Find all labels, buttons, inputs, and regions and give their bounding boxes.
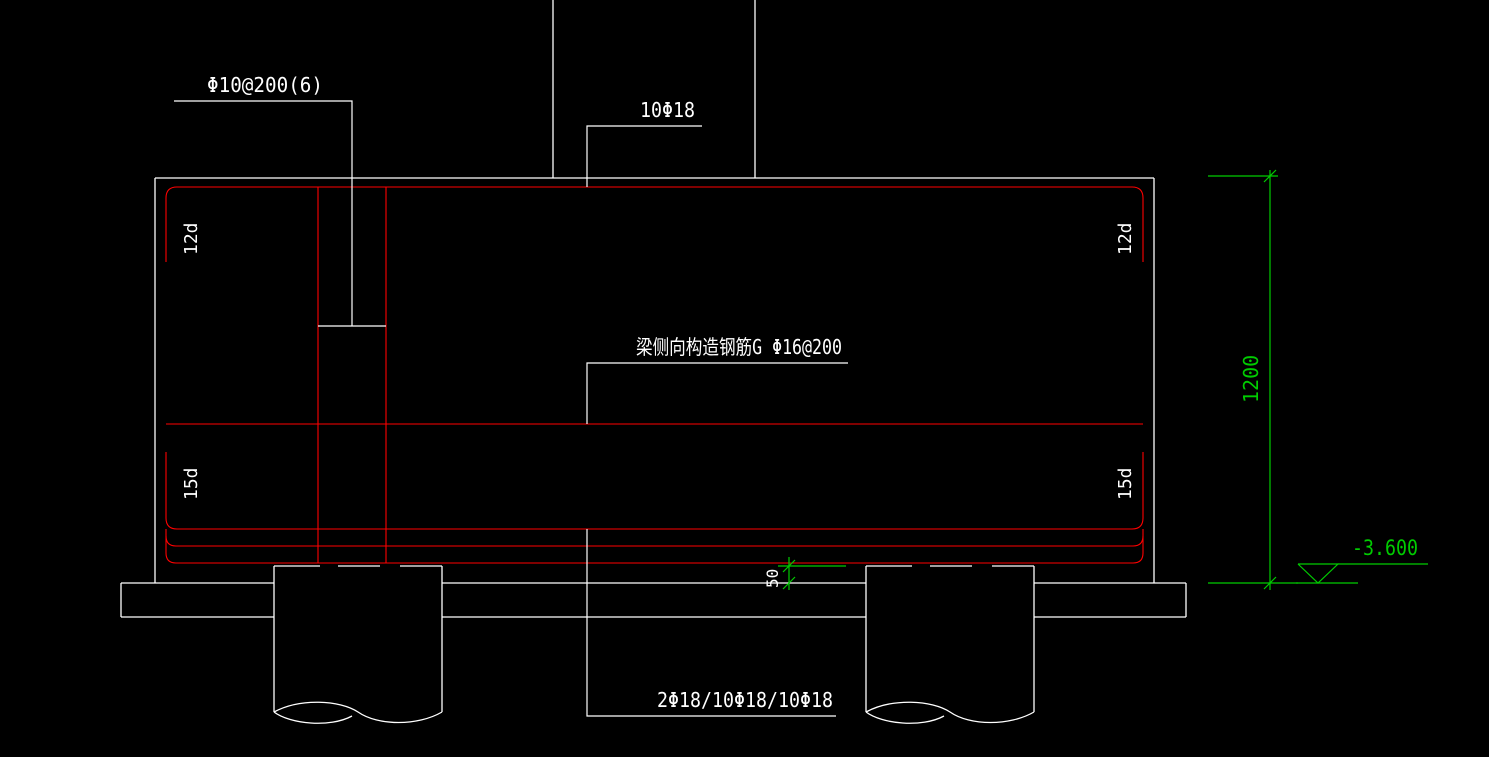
pile-right [865, 565, 1035, 724]
column-outline [552, 0, 756, 178]
bottom-rebar-1 [165, 452, 1144, 530]
anchor-label-top-left: 12d [181, 222, 202, 255]
top-bars-label: 10Φ18 [640, 98, 695, 122]
anchor-label-bottom-left: 15d [181, 467, 202, 500]
pile-left [273, 565, 443, 724]
stirrup-leader [174, 100, 386, 327]
stirrup-label: Φ10@200(6) [207, 73, 323, 97]
elevation-triangle [1297, 563, 1340, 584]
top-rebar [165, 186, 1144, 262]
side-bars-leader [586, 362, 848, 424]
beam-outline [154, 177, 1155, 583]
anchor-label-bottom-right: 15d [1115, 467, 1136, 500]
dimensions [778, 169, 1428, 590]
height-dim-label: 1200 [1239, 355, 1263, 403]
leaders [174, 100, 848, 717]
anchor-label-top-right: 12d [1115, 222, 1136, 255]
rebar-cage [165, 186, 1144, 564]
elevation-label: -3.600 [1352, 536, 1418, 560]
top-bars-leader [586, 125, 702, 187]
cover-dim-label: 50 [763, 569, 782, 588]
bottom-bars-label: 2Φ18/10Φ18/10Φ18 [657, 688, 833, 712]
base-cushion [120, 582, 1187, 618]
side-bars-label: 梁侧向构造钢筋G Φ16@200 [636, 335, 842, 359]
bottom-bars-leader [586, 529, 836, 717]
